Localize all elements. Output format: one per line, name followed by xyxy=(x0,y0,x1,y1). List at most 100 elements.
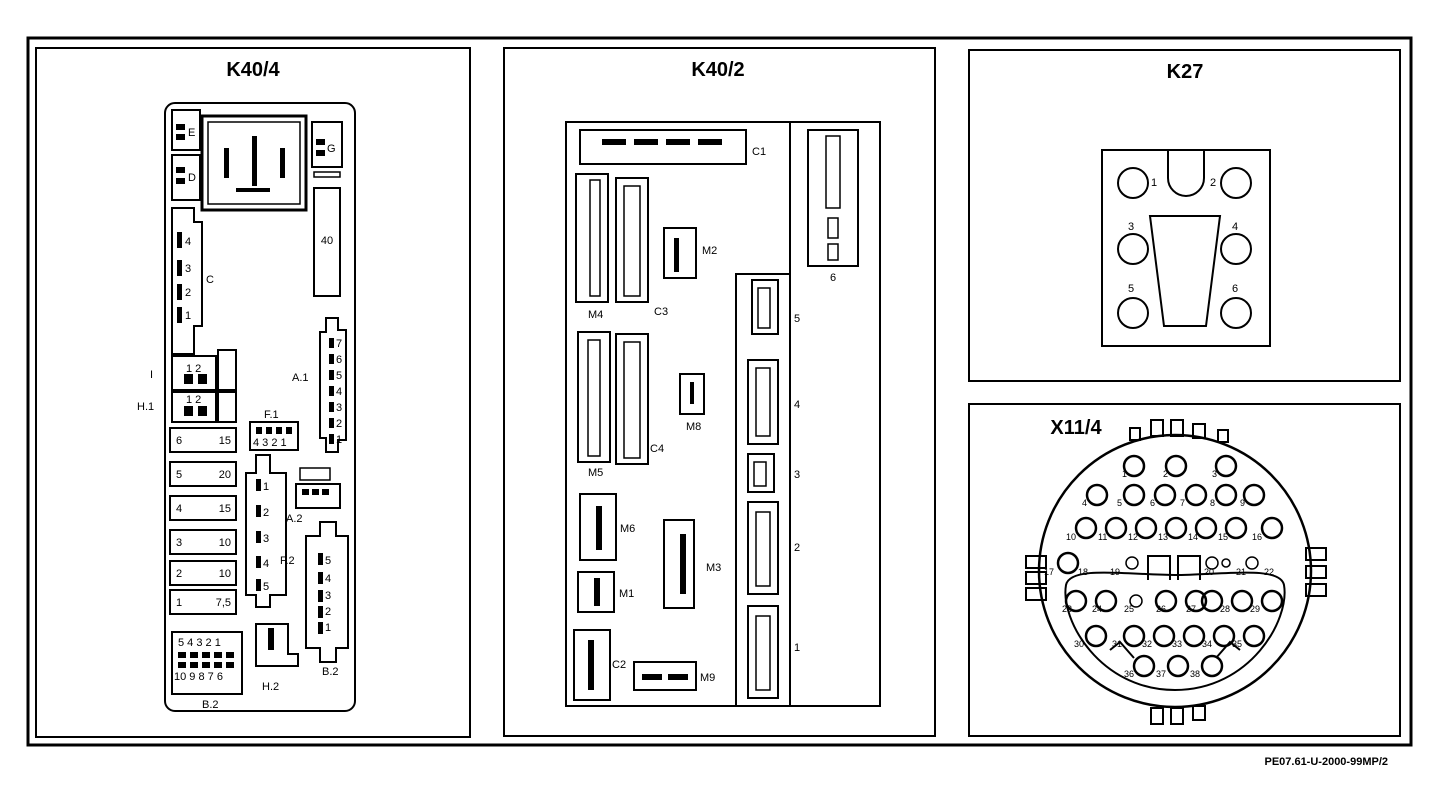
svg-text:3: 3 xyxy=(263,533,269,545)
label-m1: M1 xyxy=(619,588,634,600)
relay-40 xyxy=(313,187,341,297)
k40-2-housing xyxy=(565,121,881,707)
svg-text:4: 4 xyxy=(263,558,269,570)
svg-text:7: 7 xyxy=(1180,498,1185,508)
svg-text:31: 31 xyxy=(1112,639,1122,649)
svg-text:18: 18 xyxy=(1078,567,1088,577)
svg-text:16: 16 xyxy=(1252,532,1262,542)
fuse-5 xyxy=(169,461,237,487)
svg-text:3: 3 xyxy=(1128,221,1134,233)
connector-f2 xyxy=(245,454,287,608)
k27-pin-6 xyxy=(1220,297,1252,329)
label-m2: M2 xyxy=(702,245,717,257)
svg-text:10: 10 xyxy=(1066,532,1076,542)
svg-text:4: 4 xyxy=(1082,498,1087,508)
connector-b2-bottom xyxy=(171,631,243,695)
svg-text:40: 40 xyxy=(321,235,333,247)
svg-text:3: 3 xyxy=(1212,469,1217,479)
connector-c1 xyxy=(579,129,747,165)
svg-text:3: 3 xyxy=(325,590,331,602)
slot-4 xyxy=(747,359,779,445)
fuse-1 xyxy=(169,589,237,615)
label-m9: M9 xyxy=(700,672,715,684)
outer-frame xyxy=(26,36,1413,747)
connector-c3 xyxy=(615,177,649,303)
label-f2: F.2 xyxy=(280,555,295,567)
svg-text:15: 15 xyxy=(1218,532,1228,542)
connector-m2 xyxy=(663,227,697,279)
relay-i xyxy=(171,355,217,391)
svg-text:25: 25 xyxy=(1124,604,1134,614)
slot-2 xyxy=(747,501,779,595)
svg-text:4: 4 xyxy=(185,236,191,248)
svg-text:7: 7 xyxy=(336,338,342,350)
relay-h1 xyxy=(171,391,217,423)
svg-text:4: 4 xyxy=(176,503,182,515)
connector-c2 xyxy=(573,629,611,701)
k27-key xyxy=(1148,215,1222,327)
svg-text:37: 37 xyxy=(1156,669,1166,679)
svg-text:26: 26 xyxy=(1156,604,1166,614)
slot-3 xyxy=(747,453,775,493)
svg-text:4: 4 xyxy=(325,573,331,585)
svg-text:4: 4 xyxy=(336,386,342,398)
panel-title-k40-4: K40/4 xyxy=(226,59,280,81)
svg-text:11: 11 xyxy=(1098,532,1107,542)
svg-text:33: 33 xyxy=(1172,639,1182,649)
connector-h2 xyxy=(255,623,299,667)
svg-text:9: 9 xyxy=(1240,498,1245,508)
slot-column xyxy=(735,273,791,707)
slot-6 xyxy=(807,129,859,267)
svg-text:5: 5 xyxy=(1117,498,1122,508)
svg-text:1: 1 xyxy=(336,434,342,446)
connector-m1 xyxy=(577,571,615,613)
svg-text:1: 1 xyxy=(325,622,331,634)
fuse-4 xyxy=(169,495,237,521)
fuse-6 xyxy=(169,427,237,453)
svg-text:24: 24 xyxy=(1092,604,1102,614)
svg-text:1: 1 xyxy=(185,310,191,322)
svg-text:20: 20 xyxy=(219,469,231,481)
svg-text:15: 15 xyxy=(219,503,231,515)
svg-text:4: 4 xyxy=(794,399,800,411)
svg-text:2: 2 xyxy=(794,542,800,554)
svg-text:2: 2 xyxy=(336,418,342,430)
label-a1: A.1 xyxy=(292,372,309,384)
svg-text:6: 6 xyxy=(830,272,836,284)
label-c3: C3 xyxy=(654,306,668,318)
connector-b2-right xyxy=(305,521,349,663)
connector-a1 xyxy=(319,317,347,453)
connector-m3 xyxy=(663,519,695,609)
label-m5: M5 xyxy=(588,467,603,479)
panel-k40-4: K40/4 E D G 40 4 3 2 1 C xyxy=(35,47,471,738)
label-g: G xyxy=(327,143,336,155)
svg-text:3: 3 xyxy=(176,537,182,549)
svg-text:29: 29 xyxy=(1250,604,1260,614)
label-a2: A.2 xyxy=(286,513,303,525)
fuse-2 xyxy=(169,560,237,586)
svg-text:28: 28 xyxy=(1220,604,1230,614)
svg-text:23: 23 xyxy=(1062,604,1072,614)
svg-text:10: 10 xyxy=(219,568,231,580)
svg-text:2: 2 xyxy=(325,606,331,618)
label-d: D xyxy=(188,172,196,184)
svg-text:1 2: 1 2 xyxy=(186,394,201,406)
k27-pin-1 xyxy=(1117,167,1149,199)
label-c2: C2 xyxy=(612,659,626,671)
svg-text:6: 6 xyxy=(336,354,342,366)
svg-text:35: 35 xyxy=(1232,639,1242,649)
panel-k27: K27 1 2 3 4 5 6 xyxy=(968,49,1401,382)
svg-text:5: 5 xyxy=(263,581,269,593)
label-m3: M3 xyxy=(706,562,721,574)
panel-title-k27: K27 xyxy=(1167,61,1204,83)
svg-text:1: 1 xyxy=(263,481,269,493)
connector-a2 xyxy=(295,483,341,509)
svg-text:14: 14 xyxy=(1188,532,1198,542)
fuse-list: 6 15 5 20 4 15 3 10 2 10 1 7,5 xyxy=(169,427,237,615)
label-b2-bottom: B.2 xyxy=(202,699,219,711)
slot-5 xyxy=(751,279,779,335)
svg-text:12: 12 xyxy=(1128,532,1138,542)
connector-m5 xyxy=(577,331,611,463)
svg-text:4 3 2 1: 4 3 2 1 xyxy=(253,437,287,449)
